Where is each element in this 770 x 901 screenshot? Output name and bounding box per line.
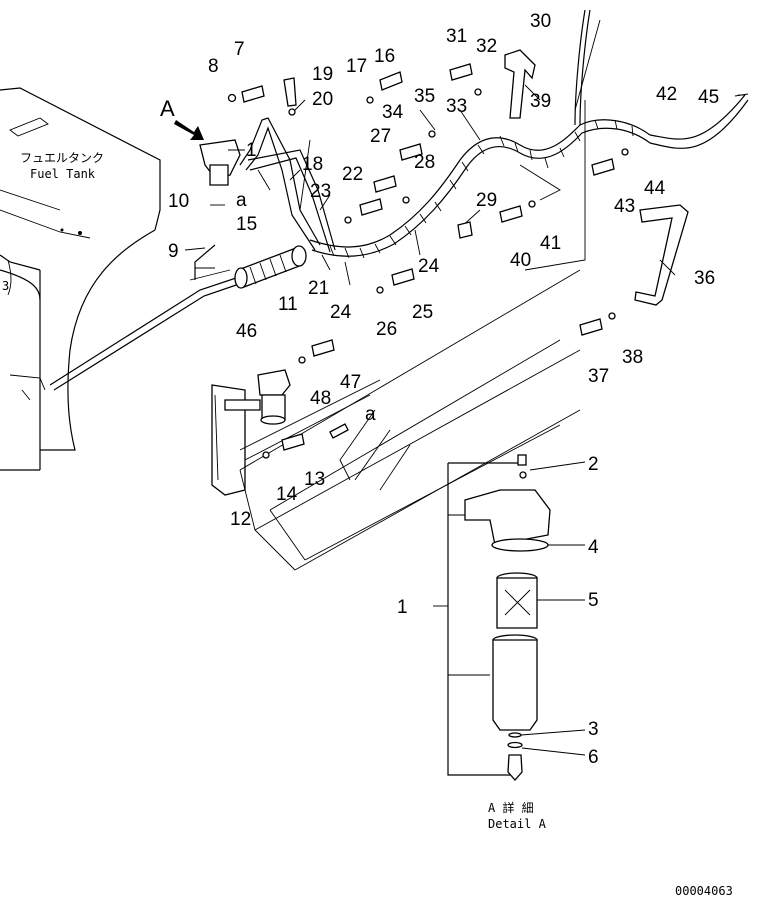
callout-4: 4 <box>588 537 599 558</box>
callout-24a: 24 <box>330 302 352 323</box>
callout-11: 11 <box>278 294 298 315</box>
callout-48: 48 <box>310 388 331 409</box>
fuel-tank: フュエルタンク Fuel Tank 3 <box>0 87 161 471</box>
hose-protector <box>234 245 307 289</box>
callout-28: 28 <box>414 152 435 173</box>
callout-34: 34 <box>382 102 404 123</box>
callout-2: 2 <box>588 454 599 475</box>
callout-39: 39 <box>530 91 551 112</box>
callout-15: 15 <box>236 214 257 235</box>
callout-35: 35 <box>414 86 435 107</box>
callout-6: 6 <box>588 747 599 768</box>
callout-30: 30 <box>530 11 551 32</box>
callout-3: 3 <box>588 719 599 740</box>
fasteners <box>227 63 749 459</box>
callout-8: 8 <box>208 56 219 77</box>
callout-22: 22 <box>342 164 363 185</box>
callout-45: 45 <box>698 87 719 108</box>
callout-43: 43 <box>614 196 635 217</box>
callout-31: 31 <box>446 26 467 47</box>
callout-13: 13 <box>304 469 325 490</box>
callout-17: 17 <box>346 56 367 77</box>
callout-9: 9 <box>168 241 179 262</box>
fuel-tubes <box>49 117 336 391</box>
callout-44: 44 <box>644 178 666 199</box>
callout-29: 29 <box>476 190 497 211</box>
callout-5: 5 <box>588 590 599 611</box>
callout-21: 21 <box>308 278 329 299</box>
callout-42: 42 <box>656 84 677 105</box>
detail-label-en: Detail A <box>488 817 547 831</box>
tank-label-en: Fuel Tank <box>30 167 96 181</box>
ref-a-mark: a <box>236 190 247 211</box>
callout-18: 18 <box>302 154 323 175</box>
callout-32: 32 <box>476 36 497 57</box>
callout-12: 12 <box>230 509 251 530</box>
callout-47: 47 <box>340 372 361 393</box>
callout-36: 36 <box>694 268 715 289</box>
callout-26: 26 <box>376 319 397 340</box>
callout-numbers: 1 2 3 4 5 6 7 8 9 10 11 12 13 14 15 16 1… <box>168 11 719 768</box>
callout-1: 1 <box>246 140 257 161</box>
callout-25: 25 <box>412 302 433 323</box>
filter-small <box>199 139 241 186</box>
view-arrow-a: A <box>160 96 204 140</box>
tank-label-jp: フュエルタンク <box>20 151 104 165</box>
callout-23: 23 <box>310 181 331 202</box>
callout-16: 16 <box>374 46 395 67</box>
side-mark: 3 <box>2 279 9 293</box>
detail-a: A 詳 細 Detail A <box>433 454 586 831</box>
callout-33: 33 <box>446 96 467 117</box>
callout-38: 38 <box>622 347 643 368</box>
callout-7: 7 <box>234 39 245 60</box>
leaders <box>184 19 745 286</box>
callout-40: 40 <box>510 250 531 271</box>
callout-10: 10 <box>168 191 189 212</box>
brackets <box>211 49 689 496</box>
ref-a-mark-2: a <box>365 404 376 425</box>
callout-20: 20 <box>312 89 333 110</box>
view-letter: A <box>160 96 175 121</box>
step-outline <box>239 269 581 571</box>
callout-27: 27 <box>370 126 391 147</box>
drawing-number: 00004063 <box>675 884 733 898</box>
callout-19: 19 <box>312 64 333 85</box>
spiral-harness <box>309 9 749 259</box>
detail-label-jp: A 詳 細 <box>488 800 534 815</box>
callout-24b: 24 <box>418 256 440 277</box>
callout-46: 46 <box>236 321 257 342</box>
water-separator-46 <box>257 369 291 425</box>
callout-41: 41 <box>540 233 561 254</box>
callout-1-detail: 1 <box>397 597 408 618</box>
callout-14: 14 <box>276 484 298 505</box>
callout-37: 37 <box>588 366 609 387</box>
